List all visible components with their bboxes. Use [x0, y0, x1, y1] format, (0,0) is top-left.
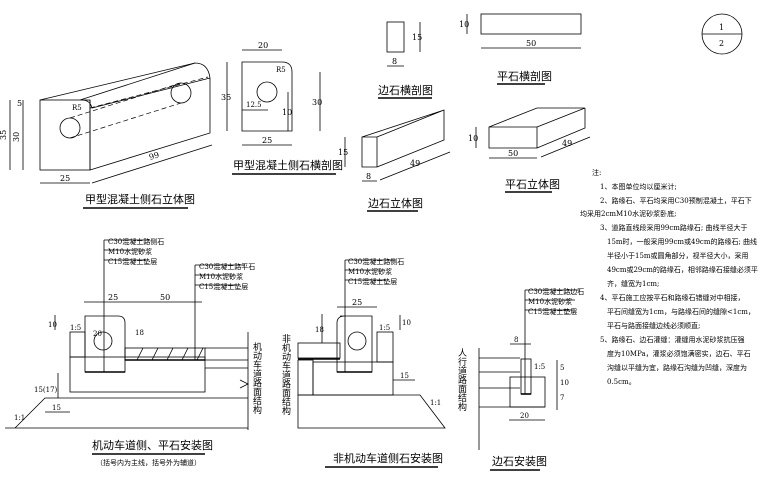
- annotation-text: 0.5cm。: [607, 378, 636, 386]
- annotation-text: M10水泥砂浆: [528, 297, 572, 306]
- annotation-text: 10: [48, 321, 57, 329]
- dim-10b: 10: [459, 20, 469, 29]
- annotation-text: 15: [400, 372, 409, 380]
- title-flat-3d: 平石立体图: [505, 177, 560, 191]
- annotation-text: 10: [560, 379, 569, 387]
- annotation-text: C15混凝土垫层: [348, 277, 397, 286]
- annotation-text: 2: [719, 39, 724, 48]
- dim-49b: 49: [562, 139, 572, 148]
- annotation-text: 49cm或29cm的路缘石，相邻路缘石接缝必须平: [607, 265, 758, 274]
- annotation-text: 15m时，一般采用99cm或49cm的路缘石; 曲线: [607, 237, 757, 246]
- annotation-text: 10: [402, 319, 411, 327]
- label-sidewalk-pavement: 人行道路面结构: [456, 348, 467, 412]
- dim-5: 5: [17, 99, 22, 108]
- annotation-text: 平石与路面接缝边线必须顺直;: [607, 321, 700, 330]
- dim-10c: 10: [468, 134, 478, 143]
- dim-20: 20: [258, 41, 268, 50]
- annotation-text: C15混凝土垫层: [108, 257, 157, 266]
- edge-3d-view: 15 8 49 边石立体图: [338, 109, 451, 212]
- title-curb-section: 甲型混凝土侧石横剖图: [233, 158, 343, 172]
- dim-30b: 30: [312, 98, 322, 107]
- title-motor-install: 机动车道侧、平石安装图: [92, 438, 213, 452]
- motor-lane-install: C30混凝土路侧石 M10水泥砂浆 C15混凝土垫层 C30混凝土路平石 M10…: [5, 237, 262, 467]
- flat-3d-view: 10 50 49 平石立体图: [468, 107, 591, 193]
- annotation-text: M10水泥砂浆: [348, 267, 392, 276]
- dim-8b: 8: [366, 172, 371, 181]
- annotation-text: 18: [315, 326, 324, 334]
- annotation-text: 1:1: [14, 414, 25, 422]
- annotation-text: 25: [108, 293, 118, 302]
- annotation-text: C15混凝土垫层: [528, 307, 577, 316]
- dim-12-5: 12.5: [246, 101, 262, 109]
- annotation-text: M10水泥砂浆: [199, 272, 243, 281]
- annotation-text: C30混凝土路平石: [199, 262, 255, 271]
- annotation-text: C30混凝土路侧石: [348, 257, 404, 266]
- annotation-text: 均采用2cmM10水泥砂浆卧底;: [580, 209, 676, 218]
- annotation-text: 18: [135, 329, 144, 337]
- title-edge-section: 边石横剖图: [378, 83, 433, 97]
- flat-section-view: 10 50 平石横剖图: [459, 13, 582, 85]
- dim-r5: R5: [72, 104, 82, 112]
- dim-99: 99: [148, 150, 160, 162]
- dim-10: 10: [282, 108, 292, 117]
- edge-install: 人行道路面结构 C30混凝土路边石 M10水泥砂浆 C15混凝土垫层 8 5 1…: [456, 287, 584, 471]
- annotation-text: 1、本图单位均以厘米计;: [600, 182, 677, 191]
- annotation-text: 20: [520, 412, 529, 420]
- dim-50: 50: [526, 39, 536, 48]
- nonmotor-lane-install: 非机动车道路面结构 C30混凝土路侧石 M10水泥砂浆 C15混凝土垫层 25 …: [280, 257, 446, 468]
- edge-section-view: 15 8 边石横剖图: [378, 21, 433, 99]
- annotation-text: C30混凝土路侧石: [108, 237, 164, 246]
- annotation-text: 1: [719, 23, 724, 32]
- dim-30: 30: [12, 132, 21, 142]
- annotation-text: 3、道路直线段采用99cm路缘石; 曲线半径大于: [600, 223, 748, 232]
- subtitle-motor-install: （括号内为主线，括号外为辅道）: [96, 458, 201, 467]
- annotation-text: 25: [352, 298, 362, 307]
- annotation-text: 5: [560, 364, 564, 372]
- title-flat-section: 平石横剖图: [497, 69, 552, 83]
- annotation-text: 15(17): [34, 386, 58, 394]
- annotation-text: 沟缝以平缝为宜，路缘石沟缝为凹缝，深度为: [607, 363, 747, 372]
- dim-25: 25: [60, 174, 70, 183]
- dim-15: 15: [412, 33, 422, 42]
- annotation-text: M10水泥砂浆: [108, 247, 152, 256]
- curb-3d-view: 35 30 5 25 99 R5 甲型混凝土侧石立体图: [0, 62, 213, 209]
- curb-section-view: 20 25 35 30 10 12.5 R5 甲型混凝土侧石横剖图: [221, 41, 343, 175]
- annotation-text: 1:5: [70, 324, 81, 332]
- label-nonmotor-pavement: 非机动车道路面结构: [280, 333, 291, 416]
- dim-49: 49: [410, 159, 420, 168]
- notes: 注: 1、本图单位均以厘米计; 2、路缘石、平石均采用C30预制混凝土，平石下 …: [580, 168, 758, 386]
- annotation-text: 8: [514, 336, 518, 344]
- dim-25b: 25: [262, 136, 272, 145]
- title-curb-3d: 甲型混凝土侧石立体图: [85, 192, 195, 206]
- dim-8: 8: [392, 57, 397, 66]
- annotation-text: 齐，缝宽为1cm;: [607, 279, 659, 288]
- title-nonmotor-install: 非机动车道侧石安装图: [333, 451, 443, 465]
- title-edge-3d: 边石立体图: [368, 196, 423, 210]
- dim-35: 35: [0, 130, 8, 140]
- annotation-text: 半径小于15m或圆角部分，视半径大小，采用: [607, 251, 749, 260]
- annotation-text: 1:1: [430, 399, 441, 407]
- label-motor-pavement: 机动车道路面结构: [251, 341, 262, 415]
- annotation-text: 度为10MPa，灌浆必须饱满密实，边石、平石: [607, 349, 751, 358]
- annotation-text: 2、路缘石、平石均采用C30预制混凝土，平石下: [600, 196, 752, 205]
- annotation-text: 1:5: [534, 363, 545, 371]
- annotation-text: C15混凝土垫层: [199, 282, 248, 291]
- annotation-text: 1:5: [379, 324, 390, 332]
- annotation-text: 50: [160, 293, 170, 302]
- annotation-text: 7: [560, 394, 564, 402]
- dim-50b: 50: [508, 149, 518, 158]
- annotation-text: 4、平石施工应按平石和路缘石错缝对中相接，: [600, 293, 744, 302]
- annotation-text: 20: [93, 330, 102, 338]
- annotation-text: 15: [52, 404, 61, 412]
- annotation-text: 平石间缝宽为1cm，与路缘石间的缝隙<1cm，: [607, 307, 755, 316]
- annotation-text: 注:: [592, 168, 601, 177]
- dim-35b: 35: [221, 93, 231, 102]
- index-symbol: 1 2: [701, 13, 743, 55]
- title-edge-install: 边石安装图: [492, 454, 547, 468]
- annotation-text: 5、路缘石、边石灌缝：灌缝用水泥砂浆抗压强: [600, 335, 744, 344]
- dim-15b: 15: [338, 148, 348, 157]
- annotation-text: C30混凝土路边石: [528, 287, 584, 296]
- dim-r5b: R5: [276, 66, 286, 74]
